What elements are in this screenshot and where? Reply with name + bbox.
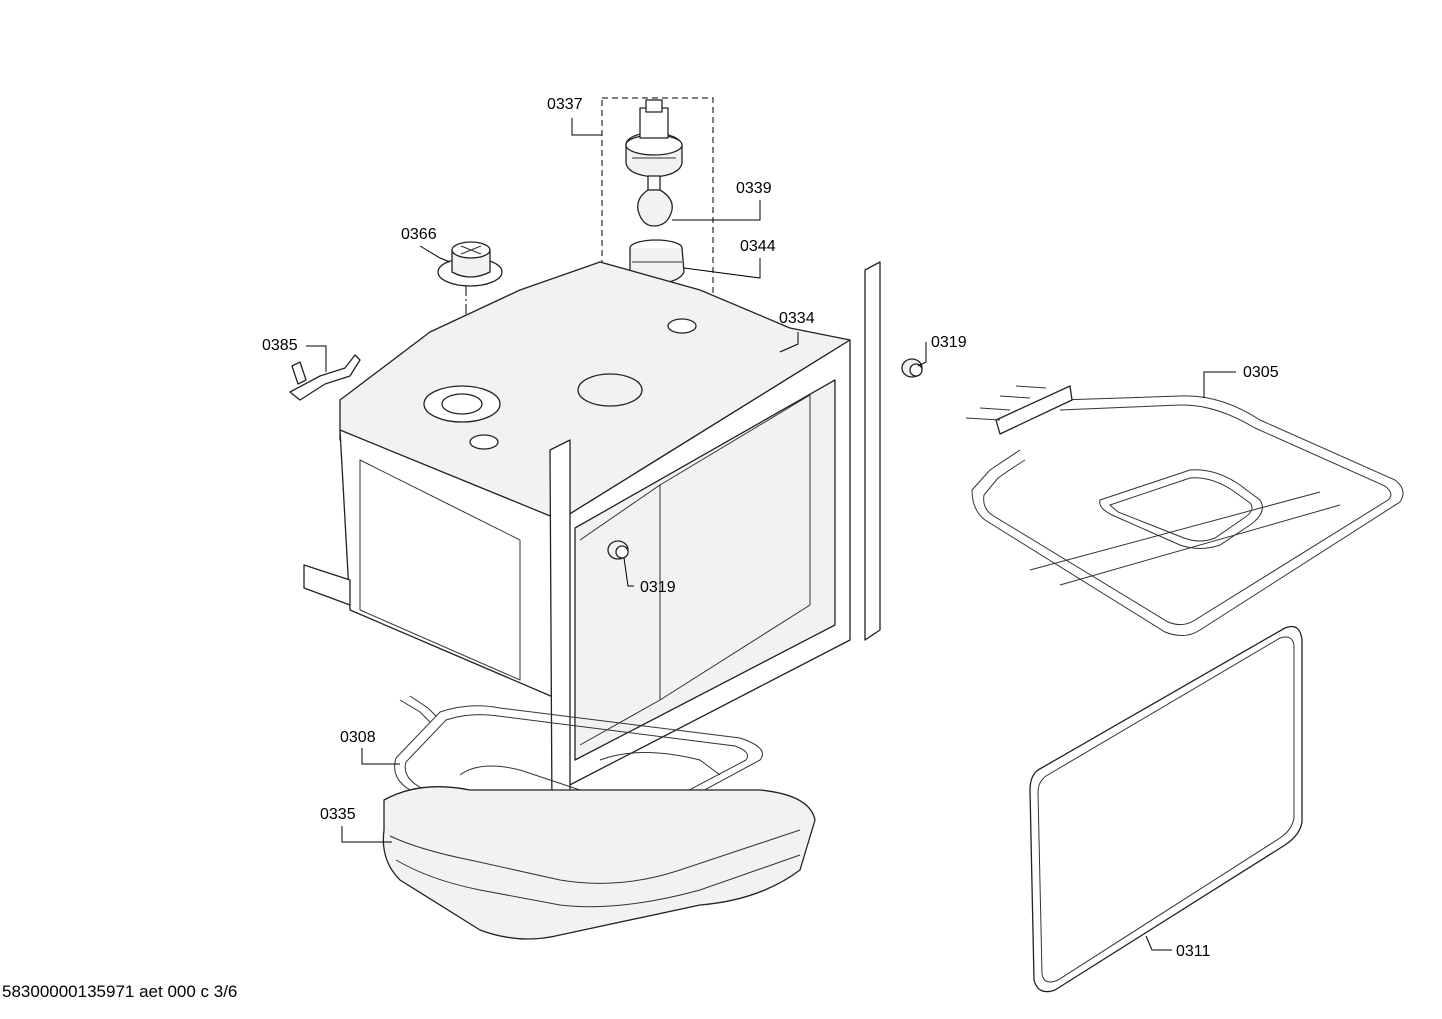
top-heating-element-part <box>965 385 1404 636</box>
callout-0308: 0308 <box>340 729 376 746</box>
callout-0337: 0337 <box>547 96 583 113</box>
callout-0385: 0385 <box>262 337 298 354</box>
lamp-glass-inner-part <box>607 540 629 560</box>
callout-0334: 0334 <box>779 310 815 327</box>
fan-cover-part <box>437 241 503 287</box>
callout-0344: 0344 <box>740 238 776 255</box>
door-seal-part <box>1029 625 1303 993</box>
insulation-part <box>382 786 816 940</box>
callout-0319-inner: 0319 <box>640 579 676 596</box>
callout-0339: 0339 <box>736 180 772 197</box>
lamp-bulb-part <box>637 175 673 227</box>
callout-0319-right: 0319 <box>931 334 967 351</box>
bracket-part <box>289 354 361 401</box>
lamp-holder-part <box>625 99 683 178</box>
bottom-heating-element-part <box>394 695 763 866</box>
leader-lines <box>306 118 1236 951</box>
callout-0311: 0311 <box>1176 943 1211 960</box>
callout-0305: 0305 <box>1243 364 1279 381</box>
callout-0366: 0366 <box>401 226 437 243</box>
callout-0335: 0335 <box>320 806 356 823</box>
oven-cavity-part <box>303 261 881 816</box>
lamp-glass-right-part <box>901 358 923 378</box>
document-footer-code: 58300000135971 aet 000 c 3/6 <box>2 982 237 1001</box>
